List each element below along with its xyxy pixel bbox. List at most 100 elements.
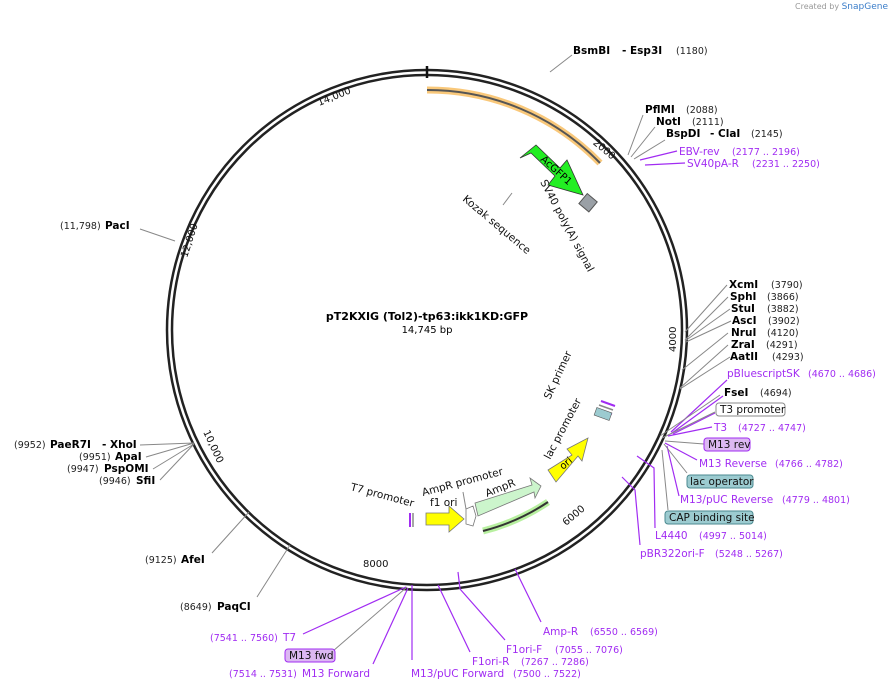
enzyme-bsmbi[interactable]: BsmBI bbox=[573, 45, 610, 57]
primer-t7[interactable]: T7 bbox=[282, 632, 296, 644]
primer-position: (7541 .. 7560) bbox=[210, 633, 278, 644]
leader-line bbox=[549, 54, 573, 73]
enzyme-position: (2145) bbox=[751, 129, 783, 140]
lac-operator-label: lac operator bbox=[690, 476, 754, 488]
plasmid-name: pT2KXIG (Tol2)-tp63:ikk1KD:GFP bbox=[326, 310, 528, 323]
enzyme-xhoi[interactable]: - XhoI bbox=[102, 439, 137, 451]
acgfp1-feature[interactable] bbox=[519, 144, 584, 196]
enzyme-asci[interactable]: AscI bbox=[732, 315, 757, 327]
tick-label: 14,000 bbox=[316, 85, 353, 108]
enzyme-nrui[interactable]: NruI bbox=[731, 327, 756, 339]
tick-label: 4000 bbox=[668, 327, 679, 352]
kozak-label: Kozak sequence bbox=[460, 193, 533, 257]
primer-position: (7514 .. 7531) bbox=[229, 669, 297, 680]
leader-lines bbox=[627, 114, 666, 160]
enzyme-position: (9952) bbox=[14, 440, 46, 451]
enzyme-aatii[interactable]: AatII bbox=[730, 351, 758, 363]
leader-lines bbox=[659, 394, 721, 439]
enzyme-zrai[interactable]: ZraI bbox=[731, 339, 755, 351]
enzyme-fsei[interactable]: FseI bbox=[724, 387, 748, 399]
primer-t3[interactable]: T3 bbox=[713, 422, 727, 434]
enzyme-noti[interactable]: NotI bbox=[656, 116, 681, 128]
primer-f1ori-f[interactable]: F1ori-F bbox=[506, 644, 542, 656]
f1-ori-label: f1 ori bbox=[430, 497, 457, 509]
enzyme-sphi[interactable]: SphI bbox=[730, 291, 756, 303]
enzyme-paqci[interactable]: PaqCI bbox=[217, 601, 251, 613]
t3-promoter-box[interactable] bbox=[715, 402, 786, 417]
primer-ebv-rev[interactable]: EBV-rev bbox=[679, 146, 720, 158]
sv40-polya-feature[interactable] bbox=[578, 192, 598, 213]
enzyme-position: (2111) bbox=[692, 117, 724, 128]
primer-position: (4727 .. 4747) bbox=[738, 423, 806, 434]
primer-pbluescriptsk[interactable]: pBluescriptSK bbox=[727, 368, 801, 380]
enzyme-esp3i[interactable]: - Esp3I bbox=[622, 45, 662, 57]
enzyme-stui[interactable]: StuI bbox=[731, 303, 755, 315]
primer-amp-r[interactable]: Amp-R bbox=[543, 626, 578, 638]
ampr-orf-arc[interactable] bbox=[482, 501, 549, 532]
enzyme-pflmi[interactable]: PflMI bbox=[645, 104, 675, 116]
ampr-feature[interactable] bbox=[474, 476, 542, 517]
primer-position: (6550 .. 6569) bbox=[590, 627, 658, 638]
primer-sv40pa-r[interactable]: SV40pA-R bbox=[687, 158, 739, 170]
primer-m13-forward[interactable]: M13 Forward bbox=[302, 668, 370, 680]
ori-feature[interactable] bbox=[547, 437, 589, 483]
leader-line bbox=[661, 449, 669, 511]
orf-arc[interactable] bbox=[426, 88, 601, 164]
enzyme-clai[interactable]: - ClaI bbox=[710, 128, 740, 140]
primer-f1ori-r[interactable]: F1ori-R bbox=[472, 656, 509, 668]
enzyme-position: (3866) bbox=[767, 292, 799, 303]
primer-pbr322ori-f[interactable]: pBR322ori-F bbox=[640, 548, 705, 560]
primer-leaders bbox=[639, 150, 686, 166]
tick-label: 10,000 bbox=[200, 429, 225, 465]
kozak-leader bbox=[502, 192, 513, 206]
primer-leaders bbox=[664, 442, 698, 497]
f1-ori-feature[interactable] bbox=[425, 505, 465, 533]
primer-position: (7055 .. 7076) bbox=[555, 645, 623, 656]
ampr-promoter-feature[interactable] bbox=[465, 505, 477, 527]
orf-arc-highlight bbox=[426, 86, 603, 166]
sv40-polya-label: SV40 poly(A) signal bbox=[537, 178, 596, 274]
tick-label: 6000 bbox=[561, 504, 588, 529]
leader-line bbox=[664, 440, 705, 445]
sk-primer-marks[interactable] bbox=[593, 400, 616, 421]
enzyme-position: (9125) bbox=[145, 555, 177, 566]
primer-position: (7500 .. 7522) bbox=[513, 669, 581, 680]
enzyme-position: (11,798) bbox=[60, 221, 101, 232]
enzyme-paer7i[interactable]: PaeR7I bbox=[50, 439, 91, 451]
enzyme-position: (3790) bbox=[771, 280, 803, 291]
enzyme-position: (8649) bbox=[180, 602, 212, 613]
tick-label: 8000 bbox=[363, 559, 388, 570]
enzyme-sfii[interactable]: SfiI bbox=[136, 475, 155, 487]
leader-line bbox=[663, 443, 688, 474]
m13-rev-box[interactable] bbox=[703, 437, 751, 452]
primer-position: (5248 .. 5267) bbox=[715, 549, 783, 560]
primer-m13-reverse[interactable]: M13 Reverse bbox=[699, 458, 767, 470]
sk-primer-label: SK primer bbox=[542, 349, 575, 402]
enzyme-afei[interactable]: AfeI bbox=[181, 554, 205, 566]
enzyme-apai[interactable]: ApaI bbox=[115, 451, 142, 463]
enzyme-xcmi[interactable]: XcmI bbox=[729, 279, 758, 291]
m13-fwd-box[interactable] bbox=[284, 648, 336, 663]
t3-promoter-label: T3 promoter bbox=[719, 404, 786, 416]
primer-position: (7267 .. 7286) bbox=[521, 657, 589, 668]
enzyme-position: (4291) bbox=[766, 340, 798, 351]
enzyme-bspdi[interactable]: BspDI bbox=[666, 128, 700, 140]
enzyme-position: (9946) bbox=[99, 476, 131, 487]
plasmid-length: 14,745 bp bbox=[402, 325, 453, 336]
primer-m13-puc-reverse[interactable]: M13/pUC Reverse bbox=[680, 494, 773, 506]
primer-position: (2231 .. 2250) bbox=[752, 159, 820, 170]
cap-binding-site-label: CAP binding site bbox=[669, 512, 755, 524]
enzyme-paci[interactable]: PacI bbox=[105, 220, 130, 232]
primer-leaders bbox=[621, 455, 656, 546]
primer-l4440[interactable]: L4440 bbox=[655, 530, 688, 542]
primer-leaders bbox=[670, 379, 728, 435]
lac-operator-box[interactable] bbox=[686, 474, 754, 489]
leader-lines bbox=[139, 228, 195, 481]
enzyme-position: (2088) bbox=[686, 105, 718, 116]
primer-leaders bbox=[302, 568, 542, 665]
cap-binding-site-box[interactable] bbox=[664, 510, 754, 525]
enzyme-pspomi[interactable]: PspOMI bbox=[104, 463, 149, 475]
primer-m13-puc-forward[interactable]: M13/pUC Forward bbox=[411, 668, 504, 680]
